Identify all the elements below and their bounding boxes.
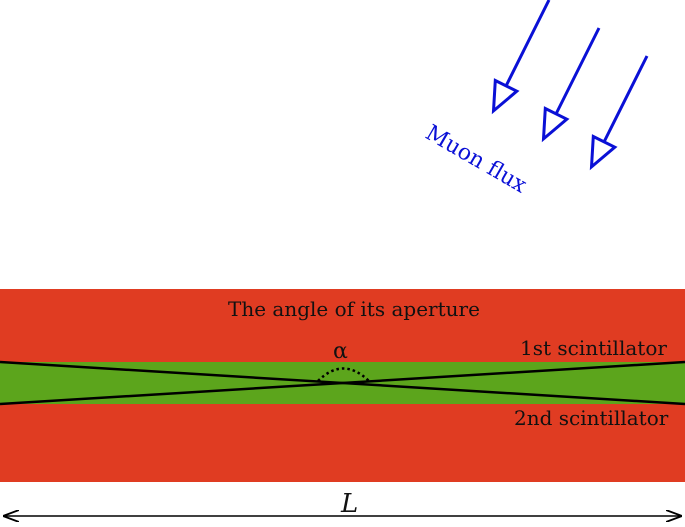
aperture-label: The angle of its aperture <box>228 297 480 321</box>
muon-flux-arrow-shaft <box>504 0 551 87</box>
alpha-symbol: α <box>333 339 348 364</box>
muon-flux-arrow-shaft <box>554 27 601 115</box>
muon-flux-arrow-shaft <box>602 55 649 143</box>
hollow-triangle-arrow-icon <box>491 78 520 115</box>
aperture-angle-arc <box>317 367 370 382</box>
muon-flux-arrows <box>491 0 649 171</box>
aperture-line-ascending <box>0 360 685 406</box>
hollow-triangle-arrow-icon <box>541 106 570 143</box>
length-symbol: L <box>340 489 358 519</box>
hollow-triangle-arrow-icon <box>589 134 618 171</box>
first-scintillator-label: 1st scintillator <box>520 336 667 360</box>
second-scintillator-label: 2nd scintillator <box>514 406 669 430</box>
muon-flux-label: Muon flux <box>421 121 531 199</box>
